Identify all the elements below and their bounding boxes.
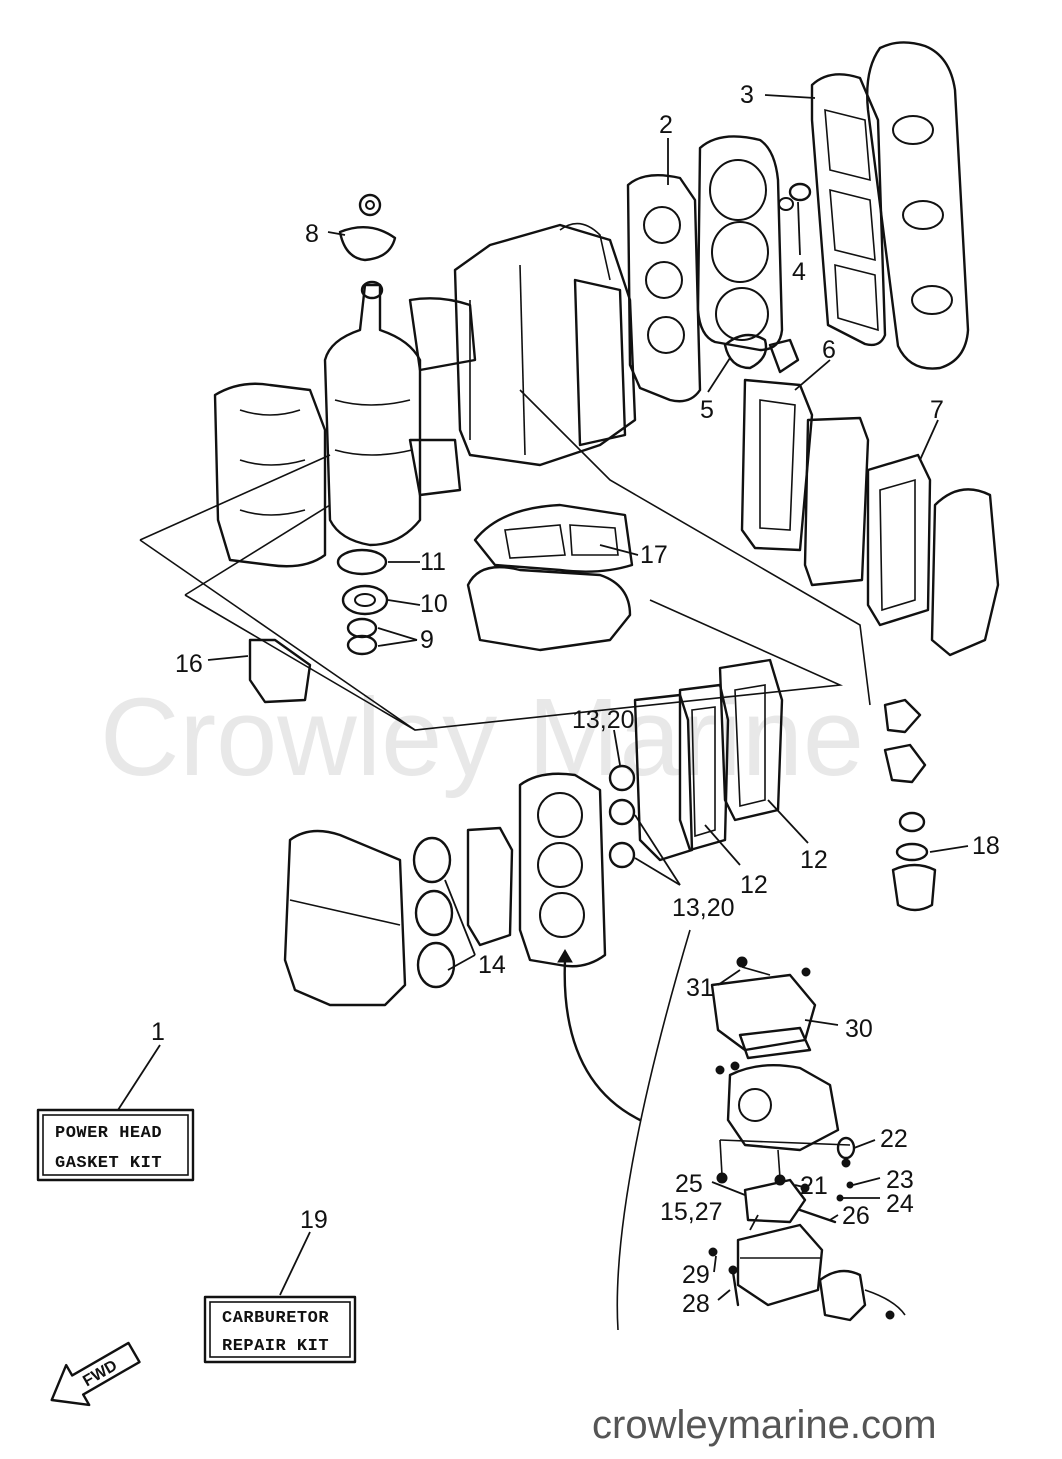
callout-21: 21 (800, 1172, 828, 1200)
screw-31 (736, 956, 811, 977)
silencer-gasket (466, 826, 514, 947)
jet-24 (836, 1194, 844, 1202)
exhaust-gasket-6 (740, 378, 814, 552)
carb-screws (715, 1061, 786, 1186)
power-head-gasket-kit-box: POWER HEAD GASKET KIT (36, 1108, 195, 1182)
drain-screw-29 (708, 1247, 718, 1257)
float (743, 1178, 807, 1224)
head-gasket-2 (626, 174, 702, 403)
carb-kit-line2: REPAIR KIT (222, 1337, 329, 1356)
choke-solenoid (818, 1269, 906, 1322)
assembly-outline (139, 389, 871, 731)
crankcase-left (213, 382, 327, 568)
seals (346, 617, 378, 656)
carburetor-repair-kit-box: CARBURETOR REPAIR KIT (203, 1295, 357, 1364)
callout-23: 23 (886, 1166, 914, 1194)
fuel-joint (883, 698, 937, 912)
callout-15-27: 15,27 (660, 1198, 723, 1226)
callout-6: 6 (822, 336, 836, 364)
callout-4: 4 (792, 258, 806, 286)
callout-26: 26 (842, 1202, 870, 1230)
callout-24: 24 (886, 1190, 914, 1218)
jet-23 (846, 1181, 854, 1189)
callout-8: 8 (305, 220, 319, 248)
carb-bracket-line (557, 929, 691, 1331)
seal-13-bot (608, 841, 636, 869)
callout-19: 19 (300, 1206, 328, 1234)
cylinder-head-cover (866, 41, 970, 370)
callout-1: 1 (151, 1018, 165, 1046)
float-pin (798, 1208, 837, 1224)
water-jacket (696, 135, 784, 352)
lower-casing (466, 566, 632, 652)
callout-13-20-bottom: 13,20 (672, 894, 735, 922)
thermostat-cover (338, 193, 397, 262)
intake-gasket-12b (678, 683, 730, 852)
callout-30: 30 (845, 1015, 873, 1043)
callout-25: 25 (675, 1170, 703, 1198)
carb-body (719, 1064, 851, 1152)
float-bowl (736, 1223, 824, 1307)
callout-7: 7 (930, 396, 944, 424)
callout-17: 16 (175, 650, 203, 678)
jet-22 (836, 1136, 856, 1168)
callout-12-left: 12 (740, 871, 768, 899)
callout-28: 28 (682, 1290, 710, 1318)
reed-plate (633, 693, 694, 862)
screw-28 (728, 1265, 740, 1307)
callout-22: 22 (880, 1125, 908, 1153)
carb-top-cover (710, 973, 817, 1060)
cylinder-head-gasket (810, 73, 887, 347)
base-gasket (473, 503, 634, 573)
callout-10: 10 (420, 590, 448, 618)
exhaust-outer-cover (930, 488, 1000, 657)
seal-13-top (608, 764, 636, 792)
gasket-5 (723, 333, 800, 374)
exhaust-gasket-7 (866, 453, 932, 627)
site-watermark: crowleymarine.com (592, 1403, 937, 1447)
exhaust-inner-plate (803, 416, 870, 587)
power-head-kit-line2: GASKET KIT (55, 1154, 162, 1173)
bracket-17 (248, 638, 312, 704)
crankshaft (323, 280, 477, 547)
intake-rings (412, 836, 456, 989)
silencer (283, 829, 407, 1007)
callout-leaders (117, 94, 969, 1301)
seal-13-mid (608, 798, 636, 826)
o-ring (336, 548, 388, 576)
callout-29: 29 (682, 1261, 710, 1289)
callout-9: 9 (420, 626, 434, 654)
power-head-kit-line1: POWER HEAD (55, 1124, 162, 1143)
callout-16: 18 (972, 832, 1000, 860)
intake-manifold (518, 772, 607, 968)
callout-11: 11 (420, 548, 446, 576)
callout-12-right: 12 (800, 846, 828, 874)
cylinder-block (453, 222, 637, 467)
callout-14: 14 (478, 951, 506, 979)
oil-seal (341, 584, 389, 616)
forward-arrow: FWD (50, 1341, 141, 1407)
callout-5: 5 (700, 396, 714, 424)
plug (778, 182, 812, 211)
callout-13-20-top: 13,20 (572, 706, 635, 734)
callout-3: 3 (740, 81, 754, 109)
carb-kit-line1: CARBURETOR (222, 1309, 329, 1328)
callout-31: 31 (686, 974, 714, 1002)
callout-18: 17 (640, 541, 668, 569)
callout-labels: 3 2 4 8 5 6 7 11 17 10 9 16 13,20 18 12 … (151, 81, 1000, 1318)
callout-2: 2 (659, 111, 673, 139)
